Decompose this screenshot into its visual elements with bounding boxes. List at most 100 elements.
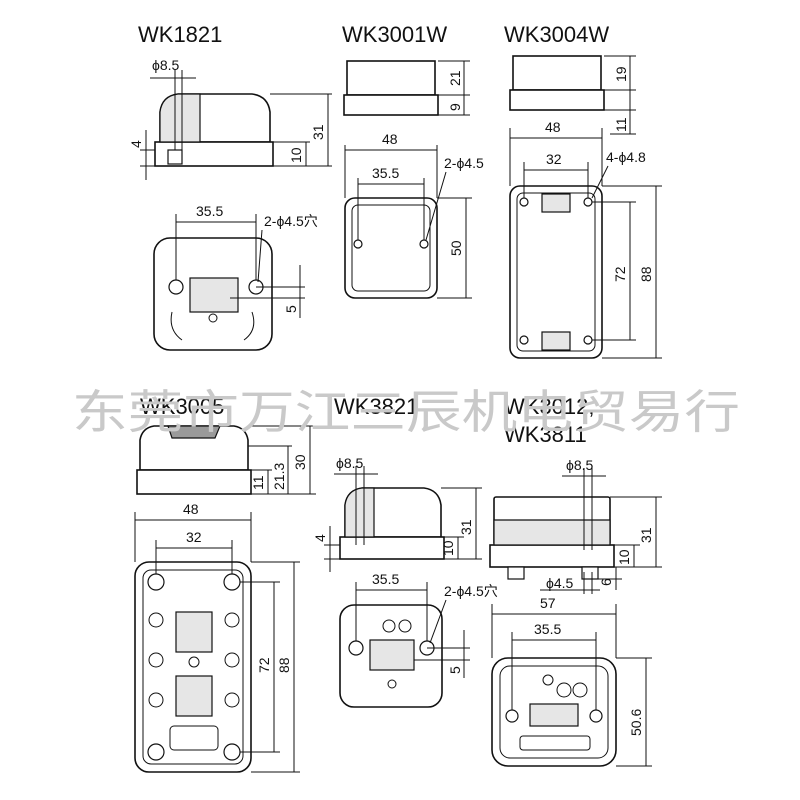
wk3001w-top-inner [351,204,431,292]
wk3821-title: WK3821 [334,394,418,419]
wk3821-phi-label: ϕ8.5 [336,455,364,471]
wk3001w-spacing-label: 35.5 [372,165,399,181]
wk1821-phi-label: ϕ8.5 [152,57,180,73]
wk1821-h-total-label: 31 [310,124,326,140]
wk3004w-h-top-label: 19 [613,66,629,82]
wk3004w-top-inner [516,192,596,352]
wk3012-bottom-terminal [519,735,591,751]
wk1821-mount-hole-left [168,279,184,295]
wk3012-top-inner [499,665,609,759]
wk3821-offset-label: 5 [447,666,463,674]
wk1821-cable-gland [167,149,183,165]
wk3012-h-base-label: 10 [616,549,632,565]
wk3004w-h-bottom-label: 11 [613,117,629,132]
wk3005-side-cap [167,425,221,439]
wk3001w-width-label: 48 [382,131,398,147]
wk3001w-title: WK3001W [342,22,447,47]
wk3001w-top-body [344,197,438,299]
watermark-text: 东莞市万江三辰机电贸易行 [72,385,740,439]
wk3012-h-small-label: 6 [598,578,614,586]
wk1821-top-ribs [170,311,255,341]
wk3012-knockout-b [556,682,572,698]
wk3005-hole-br [223,743,241,761]
wk3005-group: WK3005 30 21.3 11 48 [134,394,316,773]
wk3821-top-center [369,639,415,671]
wk3012-title-line2: WK3811 [504,422,587,447]
wk1821-holes-leader [257,229,263,283]
wk3012-side-base [489,544,615,568]
wk3005-top-inner [142,569,244,765]
wk1821-center-screw [208,313,218,323]
wk3001w-hole-left [353,239,363,249]
wk3005-h-mid-label: 21.3 [271,463,287,490]
wk3005-pitch-label: 72 [256,657,272,673]
wk3012-width-label: 57 [540,595,556,611]
wk1821-offset-label: 5 [283,305,299,313]
wk3005-knockout-1 [148,612,164,628]
wk3004w-spacing-label: 32 [546,151,562,167]
wk3821-knockout-a [382,619,396,633]
wk3821-spacing-label: 35.5 [372,571,399,587]
wk3004w-top-body [509,185,603,359]
wk3004w-pitch-label: 72 [612,266,628,282]
wk3005-knockout-4 [224,612,240,628]
wk3821-group: WK3821 ϕ8.5 31 10 4 35.5 2-ϕ4.5穴 [312,394,498,708]
wk3821-side-base [339,536,445,560]
wk3005-h-base-label: 11 [250,475,266,490]
wk3005-hole-tl [147,573,165,591]
wk3001w-hole-right [419,239,429,249]
wk3001w-height-label: 50 [448,240,464,256]
wk3821-center-screw [387,679,397,689]
wk3005-knockout-6 [224,692,240,708]
wk3001w-side-top [346,60,436,96]
wk3001w-holes-leader [425,171,447,241]
wk3821-side-shade [344,487,375,538]
wk3012-center-block [529,703,579,727]
wk3004w-side-bottom [509,89,605,111]
wk3821-holes-label: 2-ϕ4.5穴 [444,583,498,599]
wk3012-height-label: 50.6 [628,709,644,736]
wk3001w-group: WK3001W 21 9 48 35.5 2-ϕ4.5 50 [342,22,484,299]
wk3004w-top-slot [541,193,571,213]
wk3004w-group: WK3004W 19 11 48 32 4-ϕ4.8 72 [504,22,662,359]
wk3004w-side-top [512,55,602,91]
wk1821-h-base-label: 10 [288,147,304,163]
wk3012-group: WK3012, WK3811 ϕ8.5 31 10 6 ϕ4.5 [489,394,662,767]
wk3821-holes-leader [429,599,447,644]
wk1821-title: WK1821 [138,22,222,47]
wk3001w-side-bottom [343,94,439,116]
wk3001w-holes-label: 2-ϕ4.5 [444,155,484,171]
wk3005-hole-bl [147,743,165,761]
wk3005-height-label: 88 [276,657,292,673]
wk3821-h-base-label: 10 [440,540,456,556]
wk3004w-hole-tr [583,197,593,207]
wk3012-spacing-label: 35.5 [534,621,561,637]
wk3005-side-base [136,469,252,495]
wk3821-h-left-label: 4 [312,534,328,542]
wk3004w-holes-label: 4-ϕ4.8 [606,149,646,165]
wk1821-holes-label: 2-ϕ4.5穴 [264,213,318,229]
wk3004w-bottom-slot [541,331,571,351]
wk1821-spacing-label: 35.5 [196,203,223,219]
wk3012-hole-left [505,709,519,723]
wk3005-center-block-top [175,611,213,653]
wk3012-foot-left [507,566,525,580]
wk3001w-h-bottom-label: 9 [447,103,463,111]
wk3012-knockout-c [572,682,588,698]
wk3005-center-screw [188,656,200,668]
wk3005-width-label: 48 [183,501,199,517]
wk3004w-title: WK3004W [504,22,609,47]
wk3012-foot-right [581,566,599,580]
wk1821-top-center [189,277,239,313]
wk3821-knockout-b [398,619,412,633]
wk3821-h-total-label: 31 [458,519,474,535]
wk3005-bottom-terminal [169,725,219,751]
wk3012-side-shade [493,519,611,546]
wk3012-phi-label: ϕ8.5 [566,457,594,473]
wk3005-knockout-5 [224,652,240,668]
wk3012-phi-small-label: ϕ4.5 [546,575,574,591]
wk3005-hole-tr [223,573,241,591]
wk3012-knockout-a [542,674,554,686]
wk3005-knockout-3 [148,692,164,708]
